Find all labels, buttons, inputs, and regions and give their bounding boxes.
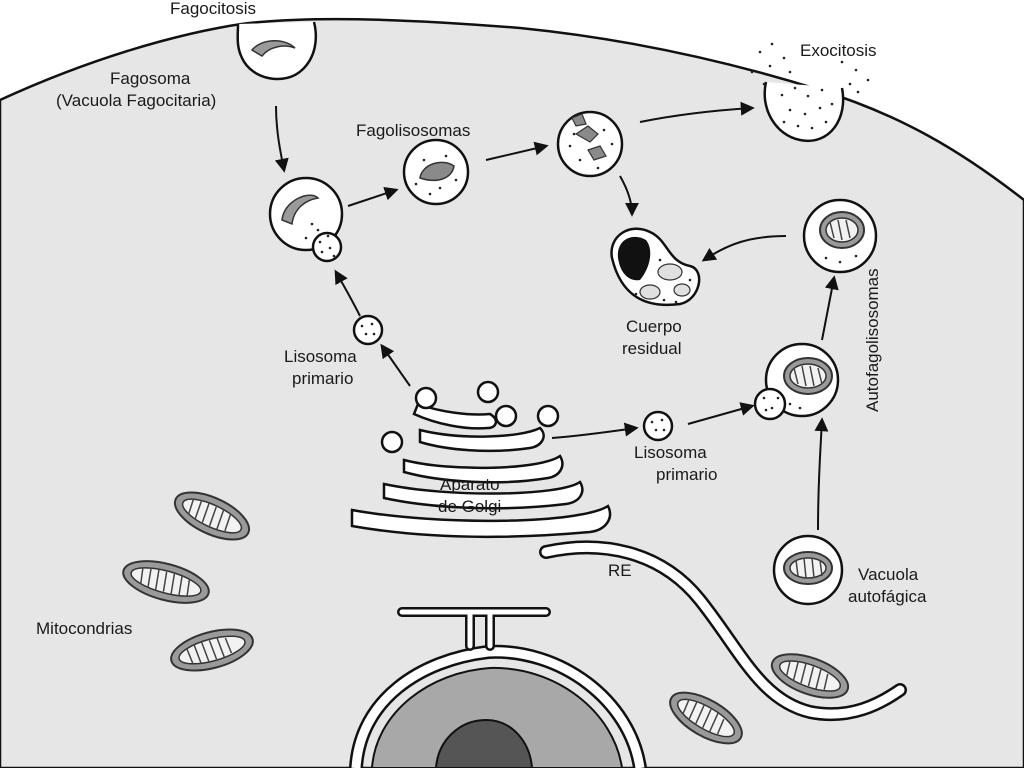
label-vacuola-fagocitaria: (Vacuola Fagocitaria) <box>56 91 216 110</box>
label-aparato: Aparato <box>440 475 500 494</box>
mitocondria-3 <box>170 628 254 672</box>
label-lisosoma-right: Lisosoma <box>634 443 707 462</box>
cuerpo-residual <box>610 227 701 307</box>
fagolisosoma-2 <box>556 110 624 178</box>
arrow-autofagolisosoma-to-residual <box>701 235 787 262</box>
mitocondria-5 <box>669 691 743 745</box>
vacuola-autofagica <box>772 534 844 606</box>
arrow-lisosoma-to-autofagolisosoma <box>687 402 755 425</box>
label-autofagica: autofágica <box>848 587 927 606</box>
arrow-vacuola-to-autofagolisosoma <box>814 417 829 531</box>
lisosoma-primario-right <box>642 410 674 442</box>
label-primario-right: primario <box>656 465 717 484</box>
mitocondria-2 <box>122 560 210 604</box>
exocitosis-pit <box>750 42 870 143</box>
label-mitocondrias: Mitocondrias <box>36 619 132 638</box>
label-fagosoma: Fagosoma <box>110 69 191 88</box>
label-autofagolisosomas: Autofagolisosomas <box>863 268 882 412</box>
fagocitosis-pit <box>236 21 318 81</box>
arrow-fagolisosoma-1-to-2 <box>485 141 549 161</box>
aparato-de-golgi <box>350 380 612 539</box>
arrow-to-exocitosis <box>639 101 755 123</box>
label-lisosoma-left: Lisosoma <box>284 347 357 366</box>
mitocondria-1 <box>173 491 251 541</box>
label-de-golgi: de Golgi <box>438 497 501 516</box>
cell-cytoplasm <box>0 17 1024 768</box>
arrow-golgi-to-lisosoma-left <box>380 343 411 387</box>
mitocondria-4 <box>770 653 850 699</box>
arrow-fagosoma-to-fusion <box>274 105 289 173</box>
label-fagocitosis: Fagocitosis <box>170 0 256 18</box>
lisosoma-primario-left <box>352 314 384 346</box>
arrow-autofagolisosoma-up <box>821 275 839 341</box>
arrow-fusion-to-fagolisosoma <box>347 186 399 207</box>
label-residual: residual <box>622 339 682 358</box>
autofagolisosoma-upper <box>802 198 878 274</box>
fagolisosoma-1 <box>402 138 470 206</box>
label-primario-left: primario <box>292 369 353 388</box>
label-vacuola: Vacuola <box>858 565 919 584</box>
fagosoma-fusion <box>268 176 344 263</box>
label-re: RE <box>608 561 632 580</box>
label-exocitosis: Exocitosis <box>800 41 877 60</box>
arrow-golgi-to-lisosoma-right <box>551 422 639 439</box>
autofagolisosoma-fusion <box>753 342 840 421</box>
label-cuerpo: Cuerpo <box>626 317 682 336</box>
nucleus <box>349 607 647 768</box>
arrow-to-cuerpo-residual <box>619 175 639 217</box>
label-fagolisosomas: Fagolisosomas <box>356 121 470 140</box>
arrow-lisosoma-to-fusion <box>334 269 361 317</box>
